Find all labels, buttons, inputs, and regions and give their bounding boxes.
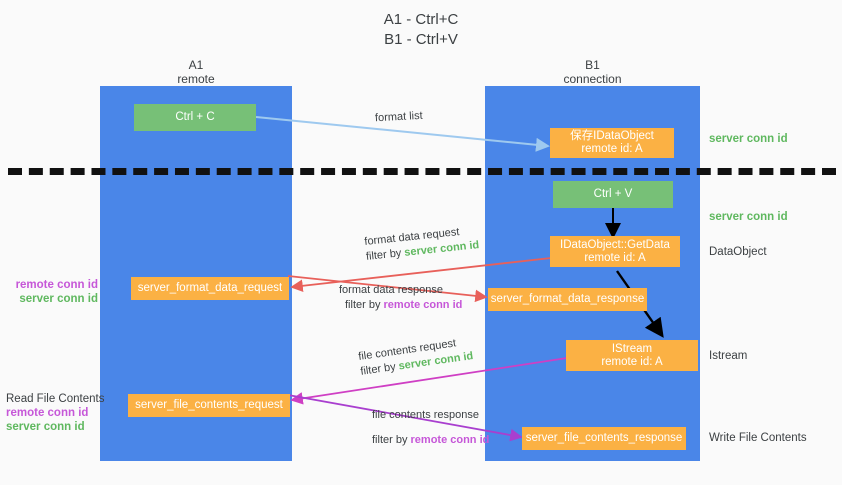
box-istream-line2: remote id: A [601,355,663,368]
right-label-server-conn-id-1: server conn id [709,133,788,145]
edge-label-format-list: format list [375,109,423,126]
right-label-write-file-contents: Write File Contents [709,432,807,444]
box-save-idataobject-line2: remote id: A [581,143,643,155]
right-label-istream: Istream [709,350,748,362]
edge-label-format-data-response-line1: format data response [339,284,443,296]
edge-label-file-contents-response-line2: filter by remote conn id [372,433,489,448]
lane-b1-sub: connection [563,72,622,86]
box-ctrl-c-label: Ctrl + C [175,111,215,123]
edge-label-file-contents-response-token: remote conn id [410,434,490,446]
lane-b1-name: B1 [585,58,600,72]
box-server-file-contents-response-label: server_file_contents_response [525,432,683,444]
edge-label-format-data-request-prefix: filter by [365,246,405,263]
lane-header-a1: A1 remote [100,58,292,86]
box-ctrl-c[interactable]: Ctrl + C [134,104,256,131]
edge-label-format-list-line1: format list [374,109,423,125]
left-label-remote-conn-id-2: remote conn id [6,407,89,419]
box-server-file-contents-request-label: server_file_contents_request [135,399,283,411]
left-label-group-1: remote conn id server conn id [10,278,98,306]
edge-label-format-data-response-prefix: filter by [345,299,384,311]
left-label-server-conn-id-1: server conn id [19,293,98,305]
diagram-title: A1 - Ctrl+C B1 - Ctrl+V [0,10,842,50]
right-label-server-conn-id-2: server conn id [709,211,788,223]
box-ctrl-v[interactable]: Ctrl + V [553,181,673,208]
box-server-format-data-response-label: server_format_data_response [490,293,645,305]
edge-label-format-data-response-line2: filter by remote conn id [339,298,462,313]
box-server-file-contents-request[interactable]: server_file_contents_request [128,394,290,417]
box-server-format-data-request[interactable]: server_format_data_request [131,277,289,300]
edge-label-file-contents-request-prefix: filter by [359,360,400,378]
box-getdata[interactable]: IDataObject::GetData remote id: A [550,236,680,267]
dashed-separator [8,168,836,175]
box-save-idataobject-line1: 保存IDataObject [570,130,654,142]
edge-label-file-contents-response: file contents response filter by remote … [372,408,489,448]
title-line-1: A1 - Ctrl+C [383,11,459,28]
edge-label-file-contents-response-prefix: filter by [372,434,411,446]
box-server-file-contents-response[interactable]: server_file_contents_response [522,427,686,450]
title-line-2: B1 - Ctrl+V [384,31,458,48]
lane-a1-name: A1 [188,58,204,72]
box-server-format-data-request-label: server_format_data_request [137,282,283,294]
box-getdata-line2: remote id: A [584,251,646,264]
edge-label-format-data-request: format data request filter by server con… [364,223,480,265]
left-label-read-file-contents: Read File Contents [6,393,105,405]
right-label-dataobject: DataObject [709,246,767,258]
left-label-server-conn-id-2: server conn id [6,421,85,433]
left-label-remote-conn-id-1: remote conn id [15,279,98,291]
box-istream[interactable]: IStream remote id: A [566,340,698,371]
box-server-format-data-response[interactable]: server_format_data_response [488,288,647,311]
box-getdata-line1: IDataObject::GetData [560,238,670,251]
box-ctrl-v-label: Ctrl + V [593,188,633,200]
edge-label-format-data-response-token: remote conn id [383,299,463,311]
edge-label-file-contents-request: file contents request filter by server c… [357,334,474,380]
edge-label-format-data-response: format data response filter by remote co… [339,283,462,313]
lane-a1-sub: remote [177,72,215,86]
edge-label-file-contents-response-line1: file contents response [372,409,480,421]
box-istream-line1: IStream [611,342,653,355]
box-save-idataobject[interactable]: 保存IDataObject remote id: A [550,128,674,158]
lane-header-b1: B1 connection [485,58,700,86]
left-label-group-2: Read File Contents remote conn id server… [6,392,136,434]
